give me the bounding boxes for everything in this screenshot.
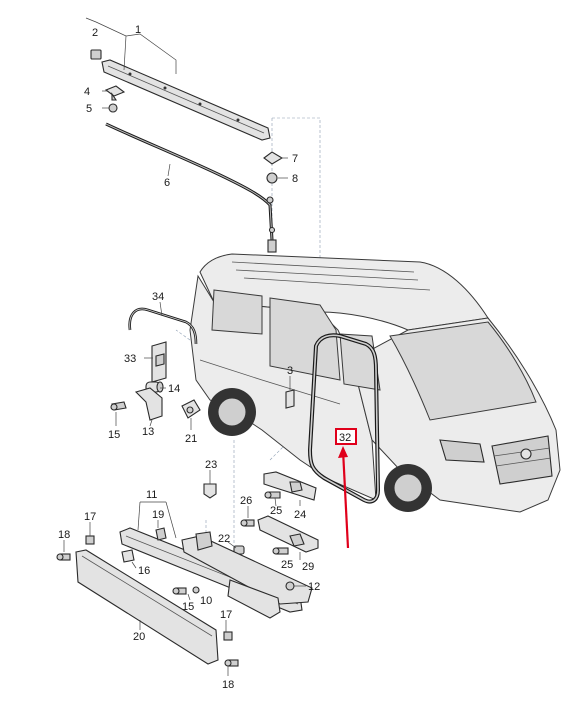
seal-channel-part-34 [128, 307, 198, 345]
bracket-part-29 [257, 515, 319, 553]
seal-strip-part-6 [105, 122, 277, 253]
clip-part-7 [263, 151, 284, 165]
label-3: 3 [287, 365, 293, 377]
nut-part-5 [108, 103, 118, 113]
label-20: 20 [133, 631, 145, 643]
label-13: 13 [142, 426, 154, 438]
van-body [189, 253, 561, 513]
label-22: 22 [218, 533, 230, 545]
label-21: 21 [185, 433, 197, 445]
screw-part-25b [272, 547, 289, 555]
label-8: 8 [292, 173, 298, 185]
highlight-arrowhead [338, 446, 348, 458]
trim-panel-part-20 [75, 549, 219, 665]
label-17b: 17 [220, 609, 232, 621]
clip-part-4 [104, 85, 126, 101]
label-18b: 18 [222, 679, 234, 691]
label-25a: 25 [270, 505, 282, 517]
screw-part-25a [264, 491, 281, 499]
label-29: 29 [302, 561, 314, 573]
label-10: 10 [200, 595, 212, 607]
label-14: 14 [168, 383, 180, 395]
sill-rail-part-11 [119, 527, 313, 619]
clip-part-16 [121, 549, 135, 563]
cap-part-23 [203, 483, 217, 499]
label-5: 5 [86, 103, 92, 115]
label-4: 4 [84, 86, 90, 98]
clip-part-19 [155, 527, 167, 541]
label-6: 6 [164, 177, 170, 189]
screw-part-15a [110, 401, 127, 411]
cap-part-2 [90, 49, 102, 60]
holder-part-21 [181, 399, 201, 419]
label-24: 24 [294, 509, 306, 521]
highlight-arrow [341, 449, 350, 549]
bracket-part-13 [134, 387, 163, 421]
screw-part-18b [224, 659, 239, 667]
label-34: 34 [152, 291, 164, 303]
cover-part-3 [285, 389, 295, 409]
label-11: 11 [146, 489, 157, 501]
label-15a: 15 [108, 429, 120, 441]
label-2: 2 [92, 27, 98, 39]
label-7: 7 [292, 153, 298, 165]
clip-part-17b [223, 631, 233, 641]
highlight-callout-32: 32 [335, 428, 357, 549]
label-1: 1 [135, 24, 141, 36]
label-23: 23 [205, 459, 217, 471]
label-15b: 15 [182, 601, 194, 613]
door-seal-part-32 [307, 333, 381, 504]
roof-rail-part-1 [101, 59, 271, 141]
part-labels: 1 2 3 4 5 6 7 8 10 11 12 13 14 15 15 16 … [58, 24, 320, 691]
highlight-box [335, 428, 357, 445]
nut-part-10 [192, 586, 200, 594]
guide-part-24 [263, 471, 317, 501]
screw-part-15b [172, 587, 187, 595]
screw-part-18a [56, 553, 71, 561]
nut-part-8 [266, 172, 278, 184]
label-32: 32 [339, 432, 351, 444]
screw-part-12 [285, 581, 295, 591]
label-16: 16 [138, 565, 150, 577]
bracket-part-33 [151, 341, 167, 383]
label-12: 12 [308, 581, 320, 593]
label-33: 33 [124, 353, 136, 365]
clip-part-17a [85, 535, 95, 545]
label-26: 26 [240, 495, 252, 507]
label-18a: 18 [58, 529, 70, 541]
screw-part-26 [240, 519, 255, 527]
label-25b: 25 [281, 559, 293, 571]
label-17a: 17 [84, 511, 96, 523]
label-19: 19 [152, 509, 164, 521]
